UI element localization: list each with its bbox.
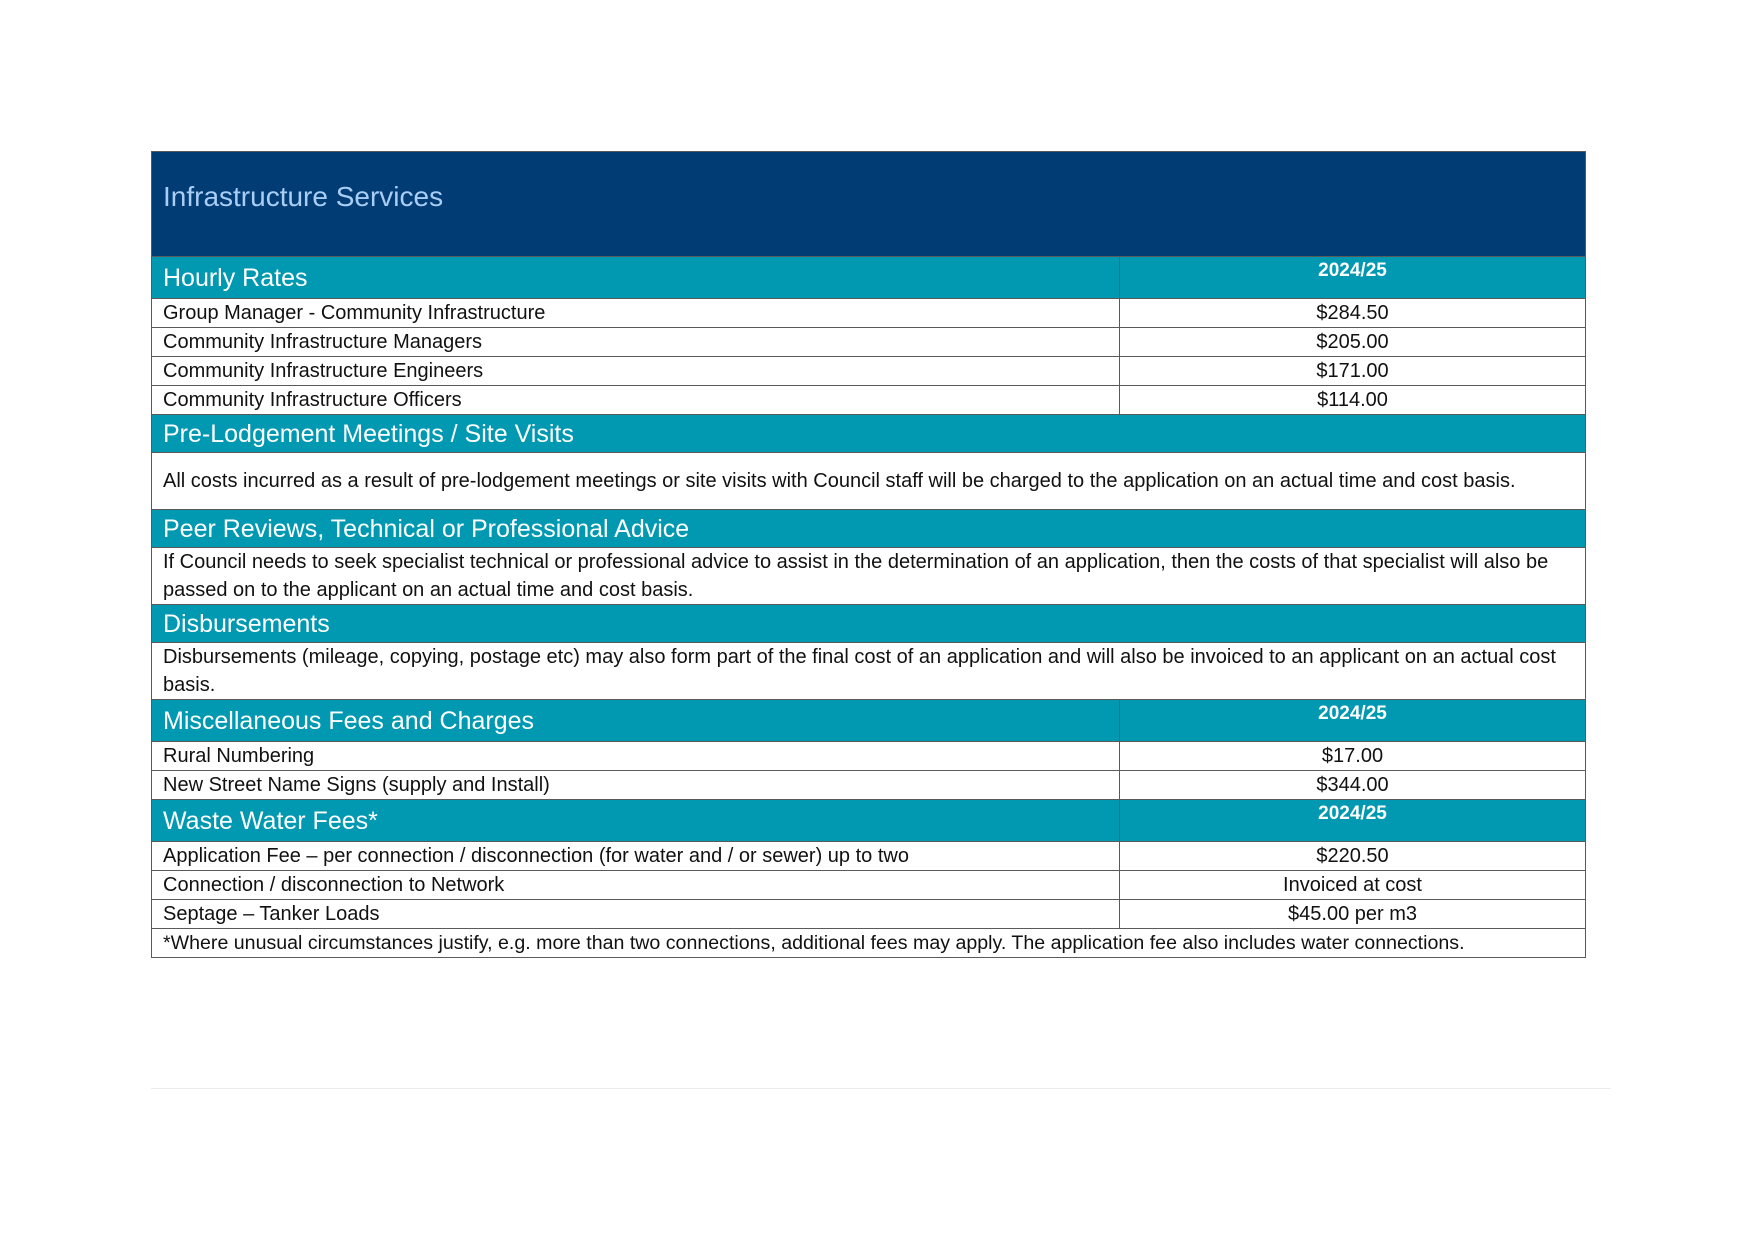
- table-title-row: Infrastructure Services: [150, 151, 1587, 257]
- table-row: Septage – Tanker Loads $45.00 per m3: [151, 899, 1587, 929]
- section-header-waste-water: Waste Water Fees* 2024/25: [151, 799, 1587, 842]
- section-heading: Hourly Rates: [151, 256, 1120, 299]
- section-paragraph: Disbursements (mileage, copying, postage…: [150, 642, 1587, 700]
- fee-value: $220.50: [1118, 841, 1587, 871]
- fee-label: Rural Numbering: [151, 741, 1120, 771]
- section-paragraph-row: All costs incurred as a result of pre-lo…: [150, 452, 1587, 510]
- year-column-header: 2024/25: [1118, 799, 1587, 842]
- section-heading: Disbursements: [150, 604, 1587, 643]
- footnote: *Where unusual circumstances justify, e.…: [150, 928, 1587, 958]
- table-row: Community Infrastructure Managers $205.0…: [151, 327, 1587, 357]
- fee-label: Connection / disconnection to Network: [151, 870, 1120, 900]
- page-title: Infrastructure Services: [163, 181, 444, 212]
- section-paragraph-row: If Council needs to seek specialist tech…: [150, 547, 1587, 605]
- section-heading: Pre-Lodgement Meetings / Site Visits: [150, 414, 1587, 453]
- section-header-hourly-rates: Hourly Rates 2024/25: [151, 256, 1587, 299]
- section-heading: Waste Water Fees*: [151, 799, 1120, 842]
- fee-value: $17.00: [1118, 741, 1587, 771]
- fee-value: $344.00: [1118, 770, 1587, 800]
- table-row: Group Manager - Community Infrastructure…: [151, 298, 1587, 328]
- page-title-cell: Infrastructure Services: [150, 151, 1587, 257]
- fee-label: Application Fee – per connection / disco…: [151, 841, 1120, 871]
- fee-label: Community Infrastructure Managers: [151, 327, 1120, 357]
- fee-value: $114.00: [1118, 385, 1587, 415]
- fee-value: Invoiced at cost: [1118, 870, 1587, 900]
- table-row: Community Infrastructure Engineers $171.…: [151, 356, 1587, 386]
- fee-value: $45.00 per m3: [1118, 899, 1587, 929]
- section-header-pre-lodgement: Pre-Lodgement Meetings / Site Visits: [150, 414, 1587, 453]
- section-paragraph-row: Disbursements (mileage, copying, postage…: [150, 642, 1587, 700]
- section-header-peer-reviews: Peer Reviews, Technical or Professional …: [150, 509, 1587, 548]
- fee-value: $171.00: [1118, 356, 1587, 386]
- year-column-header: 2024/25: [1118, 256, 1587, 299]
- table-row: Connection / disconnection to Network In…: [151, 870, 1587, 900]
- fee-label: Group Manager - Community Infrastructure: [151, 298, 1120, 328]
- fee-label: New Street Name Signs (supply and Instal…: [151, 770, 1120, 800]
- section-paragraph: If Council needs to seek specialist tech…: [150, 547, 1587, 605]
- fee-value: $205.00: [1118, 327, 1587, 357]
- fee-label: Community Infrastructure Engineers: [151, 356, 1120, 386]
- section-header-disbursements: Disbursements: [150, 604, 1587, 643]
- section-heading: Peer Reviews, Technical or Professional …: [150, 509, 1587, 548]
- section-header-miscellaneous: Miscellaneous Fees and Charges 2024/25: [151, 699, 1587, 742]
- fee-label: Septage – Tanker Loads: [151, 899, 1120, 929]
- table-row: Application Fee – per connection / disco…: [151, 841, 1587, 871]
- fee-value: $284.50: [1118, 298, 1587, 328]
- table-row: Rural Numbering $17.00: [151, 741, 1587, 771]
- section-paragraph: All costs incurred as a result of pre-lo…: [150, 452, 1587, 510]
- year-column-header: 2024/25: [1118, 699, 1587, 742]
- page-footer-divider: [151, 1088, 1611, 1089]
- section-heading: Miscellaneous Fees and Charges: [151, 699, 1120, 742]
- footnote-row: *Where unusual circumstances justify, e.…: [150, 928, 1587, 958]
- table-row: New Street Name Signs (supply and Instal…: [151, 770, 1587, 800]
- fee-label: Community Infrastructure Officers: [151, 385, 1120, 415]
- table-row: Community Infrastructure Officers $114.0…: [151, 385, 1587, 415]
- fee-schedule-table: Infrastructure Services Hourly Rates 202…: [150, 151, 1587, 958]
